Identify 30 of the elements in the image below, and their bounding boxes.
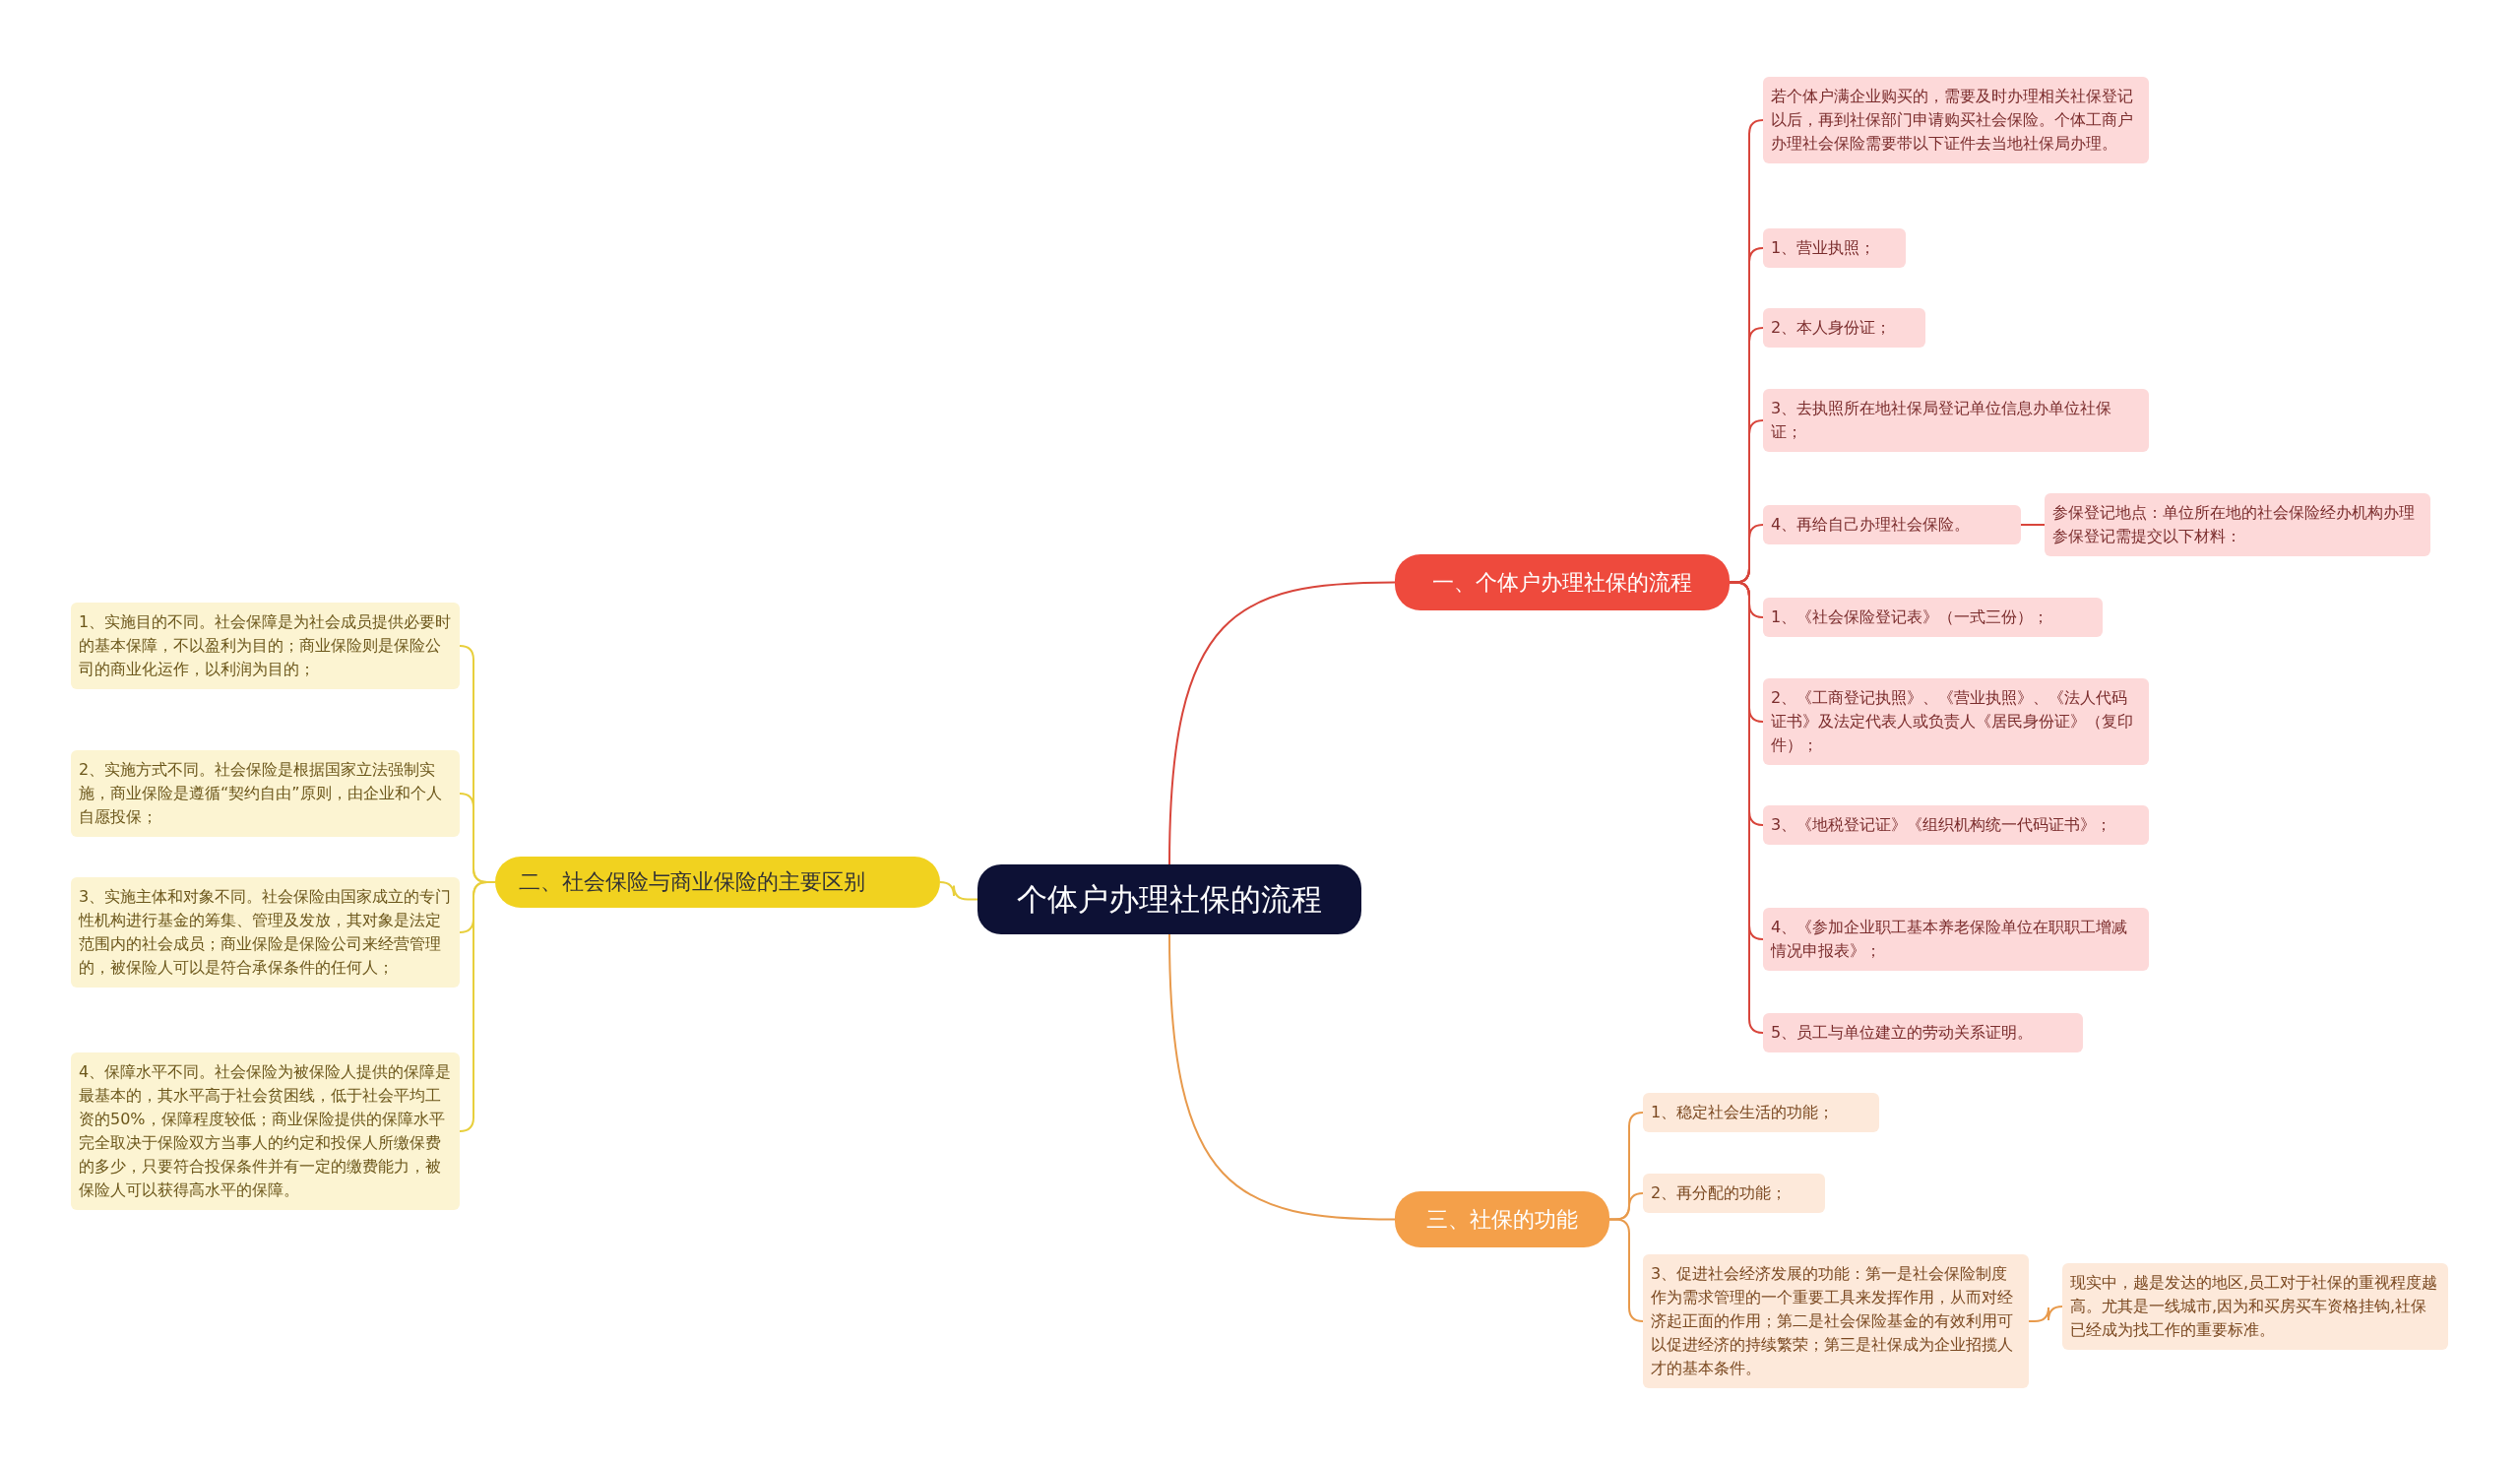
subtopic-box: 1、稳定社会生活的功能； (1643, 1093, 1879, 1132)
subtopic-box: 2、《工商登记执照》、《营业执照》、《法人代码证书》及法定代表人或负责人《居民身份证》（复印件）； (1763, 678, 2149, 765)
subtopic-box: 参保登记地点：单位所在地的社会保险经办机构办理参保登记需提交以下材料： (2045, 493, 2430, 556)
subtopic-box: 1、《社会保险登记表》（一式三份）； (1763, 598, 2103, 637)
subtopic-box: 1、实施目的不同。社会保障是为社会成员提供必要时的基本保障，不以盈利为目的；商业保险则是保险公司的商业化运作，以利润为目的； (71, 603, 460, 689)
connector-line (2028, 1306, 2063, 1322)
connector-line (1608, 1218, 1644, 1322)
branch-topic: 一、个体户办理社保的流程 (1395, 554, 1730, 610)
connector-line (1168, 933, 1396, 1221)
subtopic-box: 4、《参加企业职工基本养老保险单位在职职工增减情况申报表》； (1763, 908, 2149, 971)
connector-line (939, 881, 978, 901)
subtopic-box: 3、《地税登记证》《组织机构统一代码证书》； (1763, 805, 2149, 845)
subtopic-box: 3、去执照所在地社保局登记单位信息办单位社保证； (1763, 389, 2149, 452)
subtopic-box: 3、促进社会经济发展的功能：第一是社会保险制度作为需求管理的一个重要工具来发挥作用，从而对经济起正面的作用；第二是社会保险基金的有效利用可以促进经济的持续繁荣；第三是社保成为企业招揽人才的基本条件。 (1643, 1254, 2029, 1388)
subtopic-box: 现实中，越是发达的地区,员工对于社保的重视程度越高。尤其是一线城市,因为和买房买车资格挂钩,社保已经成为找工作的重要标准。 (2062, 1263, 2448, 1350)
central-topic: 个体户办理社保的流程 (977, 864, 1361, 934)
subtopic-box: 5、员工与单位建立的劳动关系证明。 (1763, 1013, 2083, 1052)
subtopic-box: 若个体户满企业购买的，需要及时办理相关社保登记以后，再到社保部门申请购买社会保险。个体工商户办理社会保险需要带以下证件去当地社保局办理。 (1763, 77, 2149, 163)
subtopic-box: 2、再分配的功能； (1643, 1174, 1825, 1213)
subtopic-box: 1、营业执照； (1763, 228, 1906, 268)
connector-line (1168, 581, 1396, 865)
branch-topic: 二、社会保险与商业保险的主要区别 (495, 857, 940, 908)
subtopic-box: 3、实施主体和对象不同。社会保险由国家成立的专门性机构进行基金的筹集、管理及发放，其对象是法定范围内的社会成员；商业保险是保险公司来经营管理的，被保险人可以是符合承保条件的任何人； (71, 877, 460, 988)
subtopic-box: 2、本人身份证； (1763, 308, 1925, 348)
subtopic-box: 4、保障水平不同。社会保险为被保险人提供的保障是最基本的，其水平高于社会贫困线，低于社会平均工资的50%，保障程度较低；商业保险提供的保障水平完全取决于保险双方当事人的约定和投保人所缴保费的多少，只要符合投保条件并有一定的缴费能力，被保险人可以获得高水平的保障。 (71, 1052, 460, 1210)
connector-line (459, 881, 496, 1132)
branch-topic: 三、社保的功能 (1395, 1191, 1609, 1247)
subtopic-box: 4、再给自己办理社会保险。 (1763, 505, 2021, 544)
connector-line (2020, 524, 2046, 526)
subtopic-box: 2、实施方式不同。社会保险是根据国家立法强制实施，商业保险是遵循“契约自由”原则，由企业和个人自愿投保； (71, 750, 460, 837)
